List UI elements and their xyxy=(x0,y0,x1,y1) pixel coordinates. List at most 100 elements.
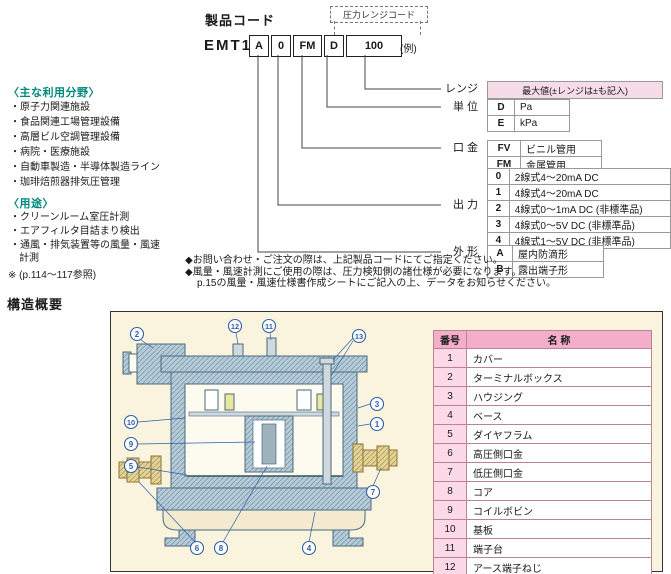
list-item: ・クリーンルーム室圧計測 xyxy=(10,212,130,223)
part-number: 10 xyxy=(433,519,467,539)
code-segment-output: 0 xyxy=(271,35,291,57)
part-number: 7 xyxy=(433,462,467,482)
port-desc: ビニル管用 xyxy=(520,140,602,157)
range-value-bar: 最大値(±レンジは±も記入) xyxy=(487,81,663,99)
callout-5: 5 xyxy=(123,458,139,474)
table-row: D Pa xyxy=(487,99,570,116)
uses-title: 〈用途〉 xyxy=(8,198,54,210)
table-row: 2 4線式0〜1mA DC (非標準品) xyxy=(487,200,671,217)
unit-code: D xyxy=(487,99,515,116)
table-row: 4 4線式1〜5V DC (非標準品) xyxy=(487,232,671,249)
part-number: 11 xyxy=(433,538,467,558)
part-number: 2 xyxy=(433,367,467,387)
list-item: ・高層ビル空調管理設備 xyxy=(10,132,120,143)
parts-header-number: 番号 xyxy=(433,330,467,349)
port-code: FV xyxy=(487,140,521,157)
table-row: 1 4線式4〜20mA DC xyxy=(487,184,671,201)
svg-text:9: 9 xyxy=(129,440,134,449)
component-shape xyxy=(204,389,219,411)
svg-text:3: 3 xyxy=(375,400,380,409)
callout-13: 13 xyxy=(351,328,367,344)
svg-text:12: 12 xyxy=(231,322,239,331)
list-item: ・食品関連工場管理設備 xyxy=(10,117,120,128)
port-label: 口 金 xyxy=(452,142,478,154)
callout-11: 11 xyxy=(261,318,277,334)
bolt-shape xyxy=(322,361,332,485)
callout-8: 8 xyxy=(213,540,229,556)
part-number: 4 xyxy=(433,405,467,425)
unit-label: 単 位 xyxy=(452,101,478,113)
callout-9: 9 xyxy=(123,436,139,452)
code-segment-shape: A xyxy=(249,35,269,57)
table-row: 0 2線式4〜20mA DC xyxy=(487,168,671,185)
part-name: 端子台 xyxy=(466,538,652,558)
device-cross-section xyxy=(118,337,398,547)
list-item: ・通風・排気装置等の風量・風速計測 xyxy=(10,240,160,264)
output-desc: 4線式0〜1mA DC (非標準品) xyxy=(508,200,671,217)
structure-title: 構造概要 xyxy=(7,297,64,312)
example-label: (例) xyxy=(400,44,417,55)
earth-screw-shape xyxy=(232,343,244,357)
structure-diagram: 2 12 11 13 3 1 10 9 5 6 8 4 7 xyxy=(118,318,398,556)
svg-text:13: 13 xyxy=(355,332,363,341)
code-segment-unit: D xyxy=(324,35,344,57)
part-name: ダイヤフラム xyxy=(466,424,652,444)
output-code: 2 xyxy=(487,200,510,217)
code-segment-range: 100 xyxy=(346,35,402,57)
fields-title: 〈主な利用分野〉 xyxy=(8,87,100,99)
callout-10: 10 xyxy=(123,414,139,430)
part-name: 高圧側口金 xyxy=(466,443,652,463)
list-item: ・珈琲焙煎器排気圧管理 xyxy=(10,177,120,188)
range-label: レンジ xyxy=(445,83,478,95)
board-shape xyxy=(188,411,340,417)
fields-list: ・原子力関連施設 ・食品関連工場管理設備 ・高層ビル空調管理設備 ・病院・医療施… xyxy=(10,100,180,190)
core-shape xyxy=(261,423,277,465)
component-shape xyxy=(296,389,312,411)
list-item: ・エアフィルタ目詰まり検出 xyxy=(10,226,140,237)
unit-code: E xyxy=(487,115,515,132)
callout-4: 4 xyxy=(301,540,317,556)
note-line: ◆風量・風速計測にご使用の際は、圧力検知側の諸仕様が必要になります。 xyxy=(185,266,522,278)
component-shape xyxy=(224,393,235,411)
bottom-cover-shape xyxy=(162,509,366,531)
callout-7: 7 xyxy=(365,484,381,500)
output-code: 4 xyxy=(487,232,510,249)
part-name: 基板 xyxy=(466,519,652,539)
part-name: ターミナルボックス xyxy=(466,367,652,387)
shape-table: A 屋内防滴形 B 露出端子形 xyxy=(487,245,604,278)
note-line: p.15の風量・風速仕様書作成シートにご記入の上、データをお知らせください。 xyxy=(197,278,557,289)
output-table: 0 2線式4〜20mA DC 1 4線式4〜20mA DC 2 4線式0〜1mA… xyxy=(487,168,671,249)
product-code-segments: A 0 FM D 100 xyxy=(249,35,402,57)
output-desc: 2線式4〜20mA DC xyxy=(508,168,671,185)
callout-leader-lines xyxy=(137,332,382,543)
cover-plate-shape xyxy=(160,355,368,373)
callouts: 2 12 11 13 3 1 10 9 5 6 8 4 7 xyxy=(123,318,385,556)
table-row: B 露出端子形 xyxy=(487,261,604,278)
table-row: FV ビニル管用 xyxy=(487,140,602,157)
unit-table: D Pa E kPa xyxy=(487,99,570,132)
parts-header-name: 名 称 xyxy=(466,330,652,349)
unit-desc: Pa xyxy=(514,99,570,116)
mounting-foot-shape xyxy=(164,529,196,547)
svg-text:10: 10 xyxy=(127,418,135,427)
table-row: 3 4線式0〜5V DC (非標準品) xyxy=(487,216,671,233)
unit-desc: kPa xyxy=(514,115,570,132)
part-name: ハウジング xyxy=(466,386,652,406)
svg-text:11: 11 xyxy=(265,322,273,331)
svg-text:4: 4 xyxy=(307,544,312,553)
table-row: E kPa xyxy=(487,115,570,132)
callout-3: 3 xyxy=(369,396,385,412)
shape-desc: 屋内防滴形 xyxy=(512,245,604,262)
part-number: 5 xyxy=(433,424,467,444)
shape-label: 外 形 xyxy=(452,246,478,258)
svg-text:8: 8 xyxy=(219,544,224,553)
